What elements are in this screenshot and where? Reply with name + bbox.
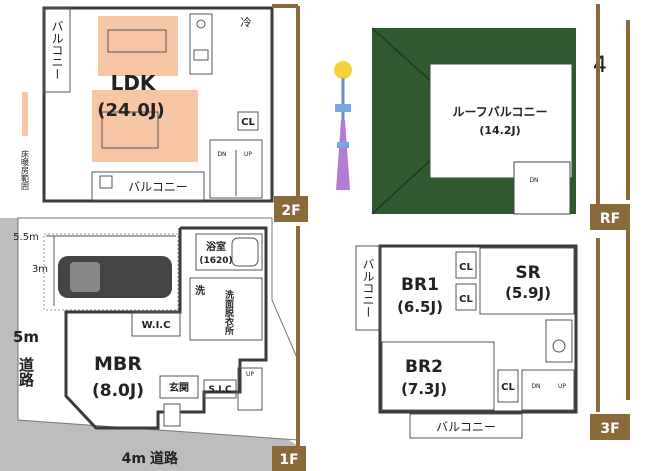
- toilet-3f: [545, 319, 573, 363]
- stairs-2f-up: UP: [244, 151, 252, 158]
- stairs-2f: [209, 139, 263, 199]
- dim-depth: 3m: [32, 264, 48, 275]
- closet-br1-label: CL: [459, 262, 473, 273]
- balcony-bottom-2f: [91, 171, 205, 201]
- stairs-rf: [513, 161, 571, 215]
- floor-tag-1f-label: 1F: [279, 452, 298, 468]
- floor-tag-2f-label: 2F: [281, 203, 300, 219]
- bath-label: 浴室: [206, 240, 226, 253]
- entrance: [159, 375, 199, 399]
- br2-size: (7.3J): [401, 380, 447, 398]
- closet-sr: [455, 283, 477, 311]
- tower-deck: [335, 104, 351, 112]
- stairs-rf-dn: DN: [529, 177, 538, 184]
- balcony-bottom-3f-label: バルコニー: [436, 420, 496, 434]
- bath-size: (1620): [199, 256, 232, 266]
- sun-flare: [334, 61, 352, 79]
- floor-tag-rf: [590, 204, 630, 230]
- stairs-1f: [237, 367, 263, 411]
- stairs-3f: [521, 369, 575, 411]
- sink-icon: [193, 49, 209, 61]
- sic-label: S.I.C: [208, 385, 232, 395]
- toilet-label: 洗: [195, 284, 205, 297]
- closet-br2: [497, 369, 519, 403]
- closet-2f: [237, 111, 259, 131]
- entry-steps: [163, 403, 181, 427]
- floor-tag-rf-label: RF: [600, 211, 620, 227]
- floor-tag-1f: [272, 446, 306, 471]
- wic: [131, 311, 181, 337]
- stairs-1f-up: UP: [246, 371, 254, 378]
- roof-balcony-label: ルーフバルコニー: [452, 105, 547, 119]
- heating-area-living: [92, 90, 198, 162]
- floor-1f: 5.5m 3m 浴室 (1620) 洗 洗面脱衣所 W.I.C MBR (8.0…: [0, 217, 306, 471]
- floor-2f: バルコニー 冷 LDK (24.0J) CL DN UP バルコニー 床暖房範囲: [21, 4, 308, 222]
- balcony-bottom-3f: [409, 413, 523, 439]
- side-road-label: 道路: [17, 356, 35, 387]
- outdoor-unit-icon: [99, 175, 113, 189]
- floor-tag-3f-label: 3F: [600, 421, 619, 437]
- roof-balcony: [429, 63, 573, 179]
- closet-sr-label: CL: [459, 294, 473, 305]
- br2-room: [381, 341, 495, 411]
- closet-2f-label: CL: [241, 117, 255, 128]
- fridge-label: 冷: [241, 16, 252, 29]
- sofa-icon: [101, 111, 159, 149]
- front-road-width: 4m: [122, 451, 146, 467]
- br1-label: BR1: [401, 275, 439, 295]
- car-windshield: [70, 262, 100, 292]
- sr-label: SR: [515, 263, 540, 283]
- mbr-label: MBR: [94, 353, 142, 375]
- washroom-label: 洗面脱衣所: [223, 289, 234, 336]
- roof-balcony-size: (14.2J): [479, 124, 520, 137]
- mbr-size: (8.0J): [92, 381, 144, 401]
- sic: [203, 379, 237, 399]
- balcony-left-2f: [43, 7, 71, 93]
- balcony-left-2f-label: バルコニー: [50, 20, 64, 80]
- side-road-width: 5m: [13, 328, 39, 346]
- heating-area-dining: [98, 16, 178, 76]
- floor-3f: バルコニー BR1 (6.5J) CL CL SR (5.9J) BR2 (7.…: [355, 230, 630, 440]
- closet-br2-label: CL: [501, 382, 515, 393]
- stove-icon: [196, 19, 206, 29]
- sr-size: (5.9J): [505, 284, 551, 302]
- ldk-label: LDK: [111, 71, 157, 95]
- washroom: [189, 277, 263, 341]
- outline-2f: [42, 6, 274, 203]
- bathroom: [195, 233, 263, 271]
- stairs-2f-dn: DN: [217, 151, 226, 158]
- side-road: [0, 218, 18, 440]
- wic-label: W.I.C: [142, 320, 171, 331]
- stairs-3f-up: UP: [558, 383, 566, 390]
- dining-table: [107, 29, 167, 53]
- tower-body: [336, 120, 350, 190]
- dim-width: 5.5m: [13, 232, 39, 243]
- balcony-bottom-2f-label: バルコニー: [128, 180, 188, 194]
- bathtub-icon: [231, 237, 259, 267]
- front-road-label: 道路: [150, 450, 179, 467]
- br1-size: (6.5J): [397, 298, 443, 316]
- stairs-3f-dn: DN: [531, 383, 540, 390]
- kitchen-counter: [189, 13, 213, 75]
- tower-deck-lower: [337, 142, 349, 148]
- floor-tag-2f: [274, 196, 308, 222]
- balcony-left-3f-label: バルコニー: [361, 258, 375, 318]
- outline-1f: [64, 226, 268, 430]
- closet-br1: [455, 251, 477, 279]
- legend-swatch: [22, 92, 28, 136]
- sr-room: [479, 247, 575, 315]
- floor-tag-3f: [590, 414, 630, 440]
- balcony-left-3f: [355, 245, 381, 331]
- tower-icon: [334, 61, 352, 190]
- entrance-label: 玄関: [169, 381, 189, 394]
- br2-label: BR2: [405, 357, 443, 377]
- floor-rf: ルーフバルコニー (14.2J) DN 4 RF: [371, 4, 630, 230]
- toilet-icon: [552, 339, 566, 353]
- legend-text: 床暖房範囲: [21, 149, 30, 191]
- ldk-size: (24.0J): [97, 100, 165, 121]
